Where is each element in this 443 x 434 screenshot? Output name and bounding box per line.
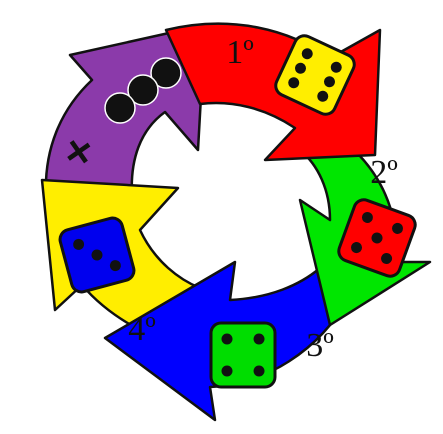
token	[105, 93, 135, 123]
step-label-2: 2º	[370, 154, 398, 191]
step-label-3: 3º	[306, 327, 334, 364]
step-label-1: 1º	[226, 34, 254, 71]
step-label-4: 4º	[128, 311, 156, 348]
die-four	[211, 323, 275, 387]
